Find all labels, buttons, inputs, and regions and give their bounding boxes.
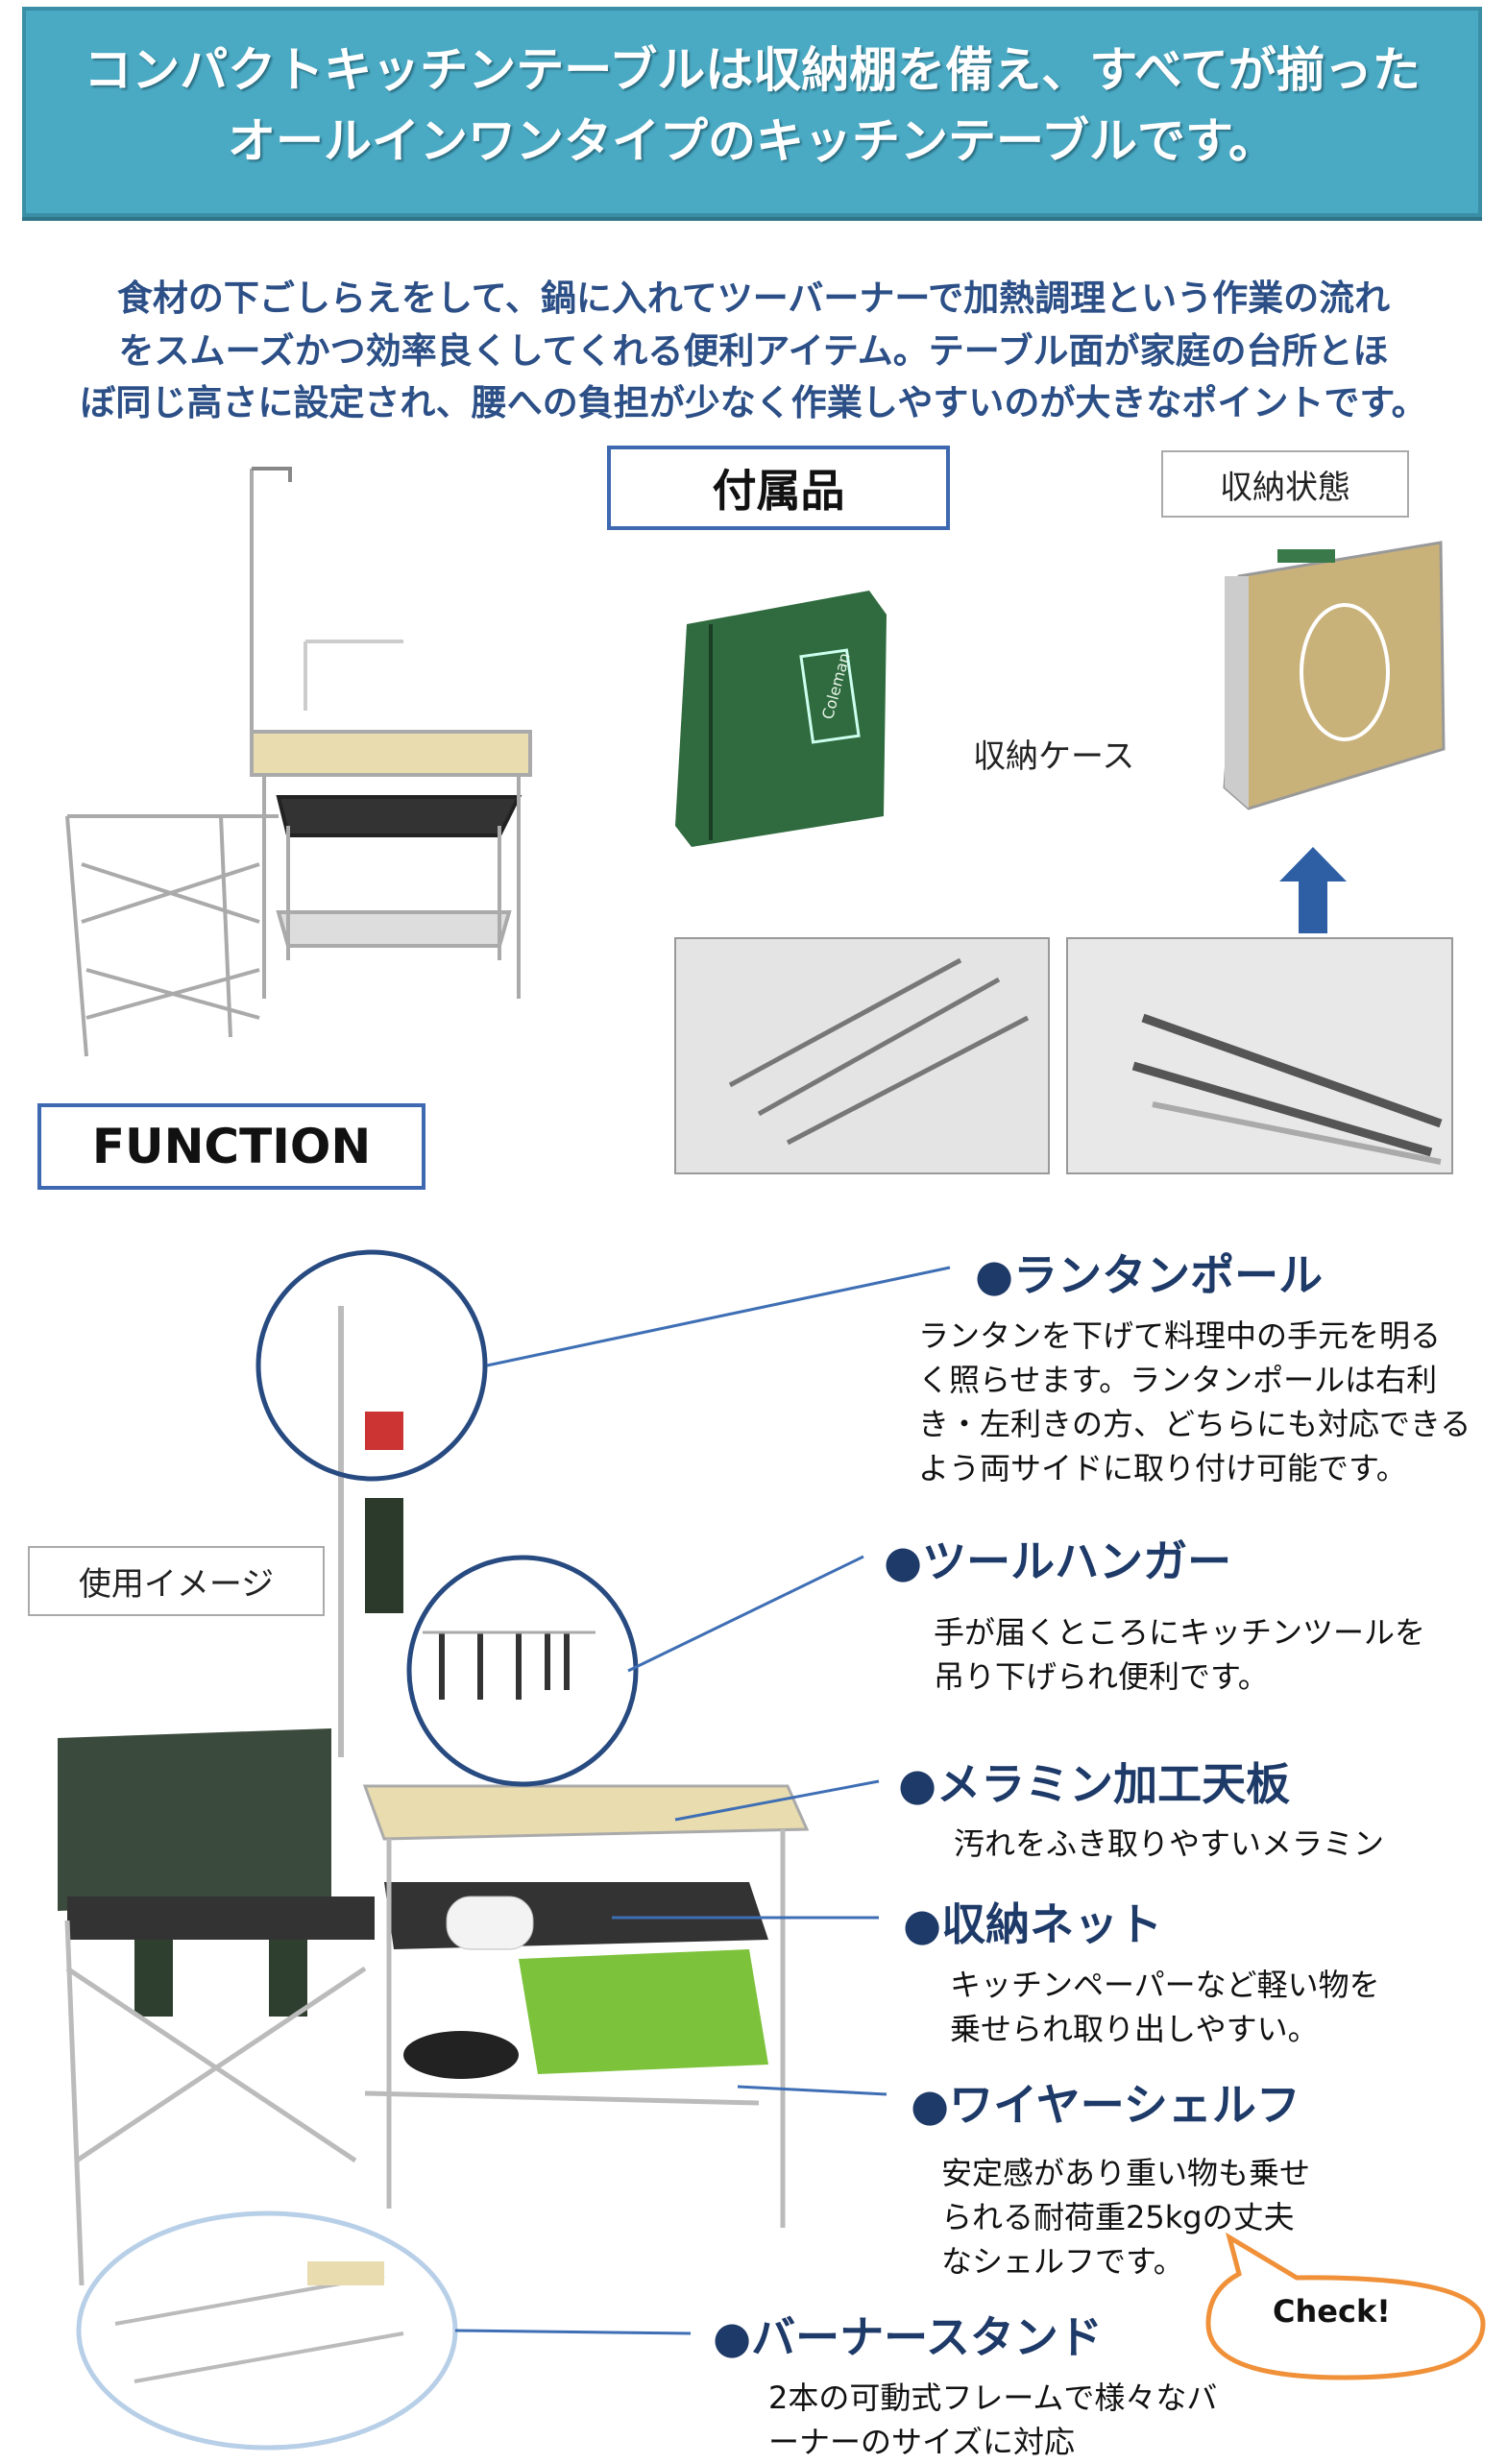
desc-line: 乗せられ取り出しやすい。	[950, 2011, 1319, 2047]
usage-image	[58, 1306, 810, 2383]
burner-stand-highlight	[76, 2210, 458, 2451]
feature-title-storage-net: ●収納ネット	[903, 1898, 1163, 1950]
storage-photo-1	[674, 937, 1050, 1174]
desc-line: 2本の可動式フレームで様々なバ	[768, 2379, 1218, 2416]
storage-case-label: 収納ケース	[973, 737, 1135, 776]
leader-lines	[454, 1266, 951, 2335]
title-line-1: コンパクトキッチンテーブルは収納棚を備え、すべてが揃った	[84, 42, 1421, 98]
feature-title-lantern-pole: ●ランタンポール	[975, 1249, 1324, 1301]
desc-line: よう両サイドに取り付け可能です。	[918, 1450, 1407, 1486]
intro-line-3: ぼ同じ高さに設定され、腰への負担が少なく作業しやすいのが大きなポイントです。	[80, 382, 1427, 423]
stored-table-image	[1223, 541, 1446, 810]
title-line-2: オールインワンタイプのキッチンテーブルです。	[228, 113, 1276, 169]
feature-desc-melamine-top: 汚れをふき取りやすいメラミン	[954, 1822, 1384, 1866]
feature-desc-lantern-pole: ランタンを下げて料理中の手元を明る く照らせます。ランタンポールは右利 き・左利…	[918, 1314, 1471, 1490]
feature-desc-tool-hanger: 手が届くところにキッチンツールを 吊り下げられ便利です。	[934, 1610, 1425, 1699]
tool-hanger-highlight	[406, 1555, 639, 1787]
check-callout-bubble	[1205, 2232, 1486, 2380]
desc-line: 吊り下げられ便利です。	[934, 1658, 1269, 1695]
title-banner: コンパクトキッチンテーブルは収納棚を備え、すべてが揃った オールインワンタイプの…	[22, 7, 1482, 217]
intro-line-2: をスムーズかつ効率良くしてくれる便利アイテム。テーブル面が家庭の台所とほ	[118, 330, 1389, 372]
desc-line: なシェルフです。	[941, 2243, 1184, 2280]
feature-desc-wire-shelf: 安定感があり重い物も乗せ られる耐荷重25kgの丈夫 なシェルフです。	[941, 2151, 1310, 2283]
feature-title-wire-shelf: ●ワイヤーシェルフ	[911, 2079, 1300, 2131]
desc-line: く照らせます。ランタンポールは右利	[918, 1362, 1438, 1398]
feature-desc-storage-net: キッチンペーパーなど軽い物を 乗せられ取り出しやすい。	[950, 1963, 1380, 2051]
feature-title-melamine-top: ●メラミン加工天板	[898, 1758, 1291, 1810]
storage-state-label: 収納状態	[1161, 450, 1409, 518]
desc-line: キッチンペーパーなど軽い物を	[950, 1967, 1380, 2003]
desc-line: ーナーのサイズに対応	[768, 2424, 1076, 2460]
function-label: FUNCTION	[37, 1103, 425, 1190]
storage-case-image	[675, 591, 887, 847]
arrow-up-icon	[1279, 847, 1347, 933]
desc-line: られる耐荷重25kgの丈夫	[941, 2199, 1295, 2235]
desc-line: 汚れをふき取りやすいメラミン	[954, 1825, 1385, 1862]
kitchen-table-image	[65, 467, 532, 1057]
desc-line: ランタンを下げて料理中の手元を明る	[918, 1317, 1442, 1354]
intro-line-1: 食材の下ごしらえをして、鍋に入れてツーバーナーで加熱調理という作業の流れ	[116, 278, 1391, 319]
usage-image-label: 使用イメージ	[28, 1546, 325, 1616]
feature-title-tool-hanger: ●ツールハンガー	[884, 1535, 1232, 1587]
storage-photo-2	[1066, 937, 1453, 1174]
desc-line: 手が届くところにキッチンツールを	[934, 1614, 1426, 1651]
lantern-pole-highlight	[255, 1249, 488, 1482]
desc-line: き・左利きの方、どちらにも対応できる	[918, 1406, 1471, 1442]
check-callout-label: Check!	[1273, 2293, 1391, 2330]
feature-desc-burner-stand: 2本の可動式フレームで様々なバ ーナーのサイズに対応	[768, 2376, 1217, 2464]
desc-line: 安定感があり重い物も乗せ	[941, 2155, 1311, 2191]
accessories-label: 付属品	[607, 446, 950, 530]
feature-title-burner-stand: ●バーナースタンド	[713, 2311, 1103, 2363]
